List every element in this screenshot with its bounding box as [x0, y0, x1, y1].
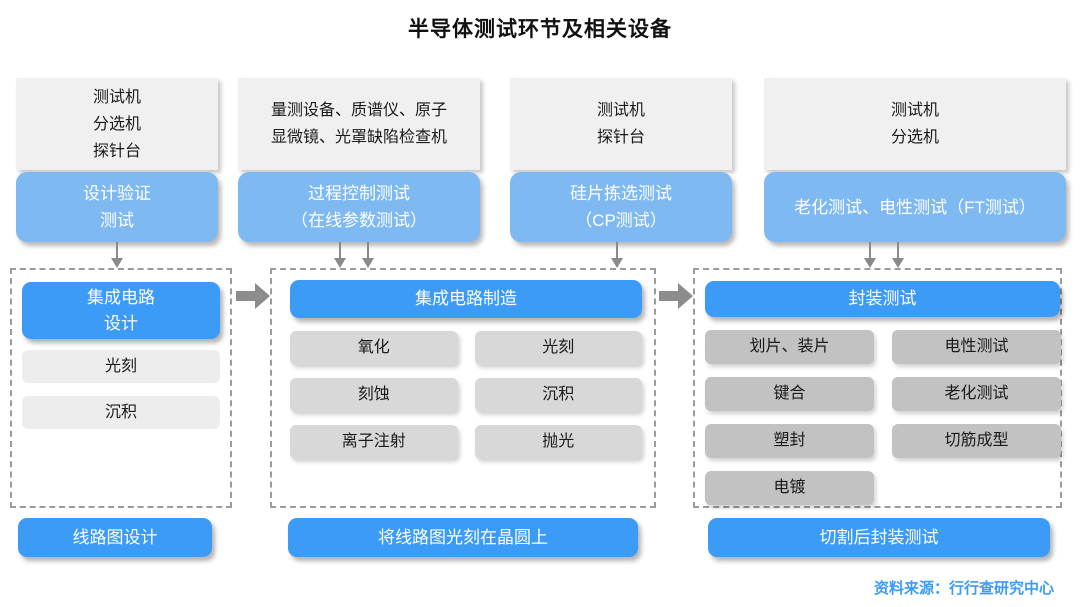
down-arrow-icon — [334, 242, 346, 268]
equipment-line: 探针台 — [92, 142, 141, 160]
right-arrow-icon — [659, 283, 693, 309]
down-arrow-icon — [611, 242, 623, 268]
down-arrow-icon — [362, 242, 374, 268]
section-header-packaging-test: 封装测试 — [705, 281, 1060, 317]
equipment-line: 测试机 — [596, 102, 645, 119]
section-packaging-test: 封装测试 划片、装片 电性测试 键合 老化测试 塑封 切筋成型 电镀 — [693, 268, 1062, 508]
process-item: 沉积 — [22, 396, 220, 429]
process-item-list: 光刻 沉积 — [22, 350, 220, 442]
section-ic-manufacturing: 集成电路制造 氧化 光刻 刻蚀 沉积 离子注射 抛光 — [270, 268, 656, 508]
equipment-line: 显微镜、光罩缺陷检查机 — [270, 129, 447, 146]
equipment-line: 分选机 — [890, 129, 939, 146]
process-item: 抛光 — [474, 425, 642, 459]
equipment-line: 分选机 — [92, 115, 141, 133]
down-arrow-icon — [111, 242, 123, 268]
process-item: 离子注射 — [290, 425, 458, 459]
process-item: 氧化 — [290, 331, 458, 365]
source-note: 资料来源：行行查研究中心 — [873, 580, 1054, 597]
process-item: 光刻 — [474, 331, 642, 365]
equipment-line: 量测设备、质谱仪、原子 — [270, 102, 447, 119]
equipment-box-design: 测试机 分选机 探针台 — [16, 78, 218, 170]
right-arrow-icon — [236, 283, 270, 309]
test-box-design-verification: 设计验证 测试 — [16, 172, 218, 242]
section-header-ic-design: 集成电路 设计 — [22, 282, 220, 339]
page-title: 半导体测试环节及相关设备 — [408, 18, 672, 41]
process-item: 电性测试 — [892, 330, 1061, 364]
test-box-cp: 硅片拣选测试 （CP测试） — [510, 172, 732, 242]
equipment-line: 探针台 — [596, 129, 645, 146]
process-item: 划片、装片 — [705, 330, 874, 364]
equipment-line: 测试机 — [890, 102, 939, 119]
process-item-grid: 氧化 光刻 刻蚀 沉积 离子注射 抛光 — [290, 331, 642, 459]
equipment-box-metrology: 量测设备、质谱仪、原子 显微镜、光罩缺陷检查机 — [238, 78, 480, 170]
section-ic-design: 集成电路 设计 光刻 沉积 — [10, 268, 232, 508]
footer-bar-circuit-design: 线路图设计 — [18, 518, 212, 557]
process-item: 刻蚀 — [290, 378, 458, 412]
test-box-process-control: 过程控制测试 （在线参数测试） — [238, 172, 480, 242]
test-line: 过程控制测试 — [308, 184, 410, 203]
test-line: 老化测试、电性测试（FT测试） — [794, 197, 1036, 217]
process-item: 老化测试 — [892, 377, 1061, 411]
footer-bar-litho-on-wafer: 将线路图光刻在晶圆上 — [288, 518, 638, 557]
test-line: 设计验证 — [83, 184, 151, 203]
down-arrow-icon — [892, 242, 904, 268]
process-item: 光刻 — [22, 350, 220, 383]
test-box-ft: 老化测试、电性测试（FT测试） — [764, 172, 1066, 242]
test-line: 硅片拣选测试 — [570, 184, 672, 203]
equipment-box-cp: 测试机 探针台 — [510, 78, 732, 170]
equipment-box-ft: 测试机 分选机 — [764, 78, 1066, 170]
process-item: 塑封 — [705, 424, 874, 458]
section-header-line: 集成电路 — [87, 287, 155, 307]
process-item-grid: 划片、装片 电性测试 键合 老化测试 塑封 切筋成型 电镀 — [705, 330, 1061, 505]
test-line: 测试 — [100, 211, 134, 230]
process-item: 切筋成型 — [892, 424, 1061, 458]
equipment-line: 测试机 — [92, 88, 141, 106]
process-item: 键合 — [705, 377, 874, 411]
section-header-ic-manufacturing: 集成电路制造 — [290, 280, 642, 318]
process-item: 电镀 — [705, 471, 874, 505]
down-arrow-icon — [864, 242, 876, 268]
test-line: （在线参数测试） — [291, 211, 427, 230]
test-line: （CP测试） — [575, 211, 667, 230]
section-header-line: 设计 — [104, 313, 138, 333]
process-item: 沉积 — [474, 378, 642, 412]
footer-bar-package-after-dicing: 切割后封装测试 — [708, 518, 1050, 557]
